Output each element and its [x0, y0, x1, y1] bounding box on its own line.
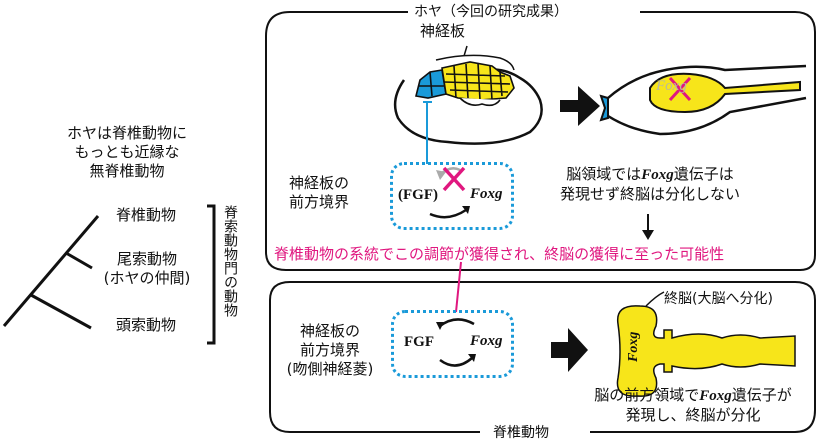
gene-name: Foxg: [699, 388, 732, 404]
bottom-boundary-label: 神経板の 前方境界 (吻側神経菱): [278, 322, 382, 379]
taxon-cephalochordates: 頭索動物: [116, 316, 177, 334]
result-line: 脳の前方領域でFoxg遺伝子が: [578, 386, 808, 406]
bottom-fgf-label: FGF: [404, 334, 434, 350]
intro-text: ホヤは脊椎動物に もっとも近縁な 無脊椎動物: [32, 124, 222, 181]
bottom-foxg-label: Foxg: [470, 333, 503, 349]
text: 発現せず終脳は分化しない: [560, 185, 741, 203]
neural-plate-cells: [415, 61, 515, 107]
text: 脳の前方領域で: [594, 386, 700, 404]
taxon-vertebrates: 脊椎動物: [116, 206, 177, 224]
text: 脳領域では: [566, 165, 642, 183]
bottom-panel-title: 脊椎動物: [489, 424, 553, 443]
connector-line: [455, 261, 462, 313]
conclusion-text: 脊椎動物の系統でこの調節が獲得され、終脳の獲得に至った可能性: [274, 245, 725, 263]
top-foxg-label: Foxg: [470, 186, 503, 202]
result-line: 脳領域ではFoxg遺伝子は: [560, 165, 740, 185]
telencephalon-label: 終脳(大脳へ分化): [664, 291, 773, 307]
vertebrate-brain: [616, 291, 796, 397]
result-line: 発現せず終脳は分化しない: [560, 185, 740, 204]
top-fgf-label: (FGF): [398, 187, 438, 203]
taxon-urochordates: 尾索動物 (ホヤの仲間): [92, 250, 202, 288]
boundary-line: (吻側神経菱): [286, 360, 374, 378]
top-result-text: 脳領域ではFoxg遺伝子は 発現せず終脳は分化しない: [560, 165, 740, 204]
result-line: 発現し、終脳が分化: [578, 406, 808, 425]
text: 遺伝子が: [731, 386, 792, 404]
intro-line: 無脊椎動物: [89, 162, 165, 180]
top-regulation-box: [390, 162, 514, 230]
phylum-bracket: [207, 204, 216, 345]
ascidian-larva: [599, 64, 807, 136]
arrow-down: [642, 214, 654, 240]
taxon-label: 尾索動物: [116, 250, 177, 268]
top-boundary-label: 神経板の 前方境界: [289, 174, 349, 212]
phylogenetic-tree: [2, 215, 100, 330]
top-reg-arrows: [429, 166, 470, 219]
taxon-sub: (ホヤの仲間): [103, 269, 191, 287]
boundary-line: 神経板の: [299, 322, 360, 340]
boundary-line: 前方境界: [299, 341, 360, 359]
top-panel-title: ホヤ（今回の研究成果）: [414, 4, 568, 20]
phylum-label: 脊索動物門の動物: [222, 205, 238, 317]
bottom-result-text: 脳の前方領域でFoxg遺伝子が 発現し、終脳が分化: [578, 386, 808, 425]
arrow-right-bottom: [551, 328, 588, 372]
boundary-line: 神経板の: [289, 174, 350, 192]
top-panel-frame: [265, 11, 816, 271]
boundary-line: 前方境界: [289, 193, 350, 211]
larva-foxg-faded: Foxg: [656, 78, 687, 94]
gene-name: Foxg: [641, 167, 674, 183]
ascidian-embryo: [393, 45, 543, 164]
bottom-panel-frame: [269, 281, 816, 433]
bottom-reg-arrows: [436, 318, 476, 367]
intro-line: もっとも近縁な: [74, 143, 180, 161]
text: 遺伝子は: [673, 165, 734, 183]
intro-line: ホヤは脊椎動物に: [66, 124, 187, 142]
neural-plate-label: 神経板: [420, 22, 466, 40]
text: 発現し、終脳が分化: [625, 406, 761, 424]
brain-foxg-label: Foxg: [626, 331, 641, 362]
arrow-right-top: [560, 86, 600, 126]
bottom-regulation-box: [391, 310, 514, 378]
